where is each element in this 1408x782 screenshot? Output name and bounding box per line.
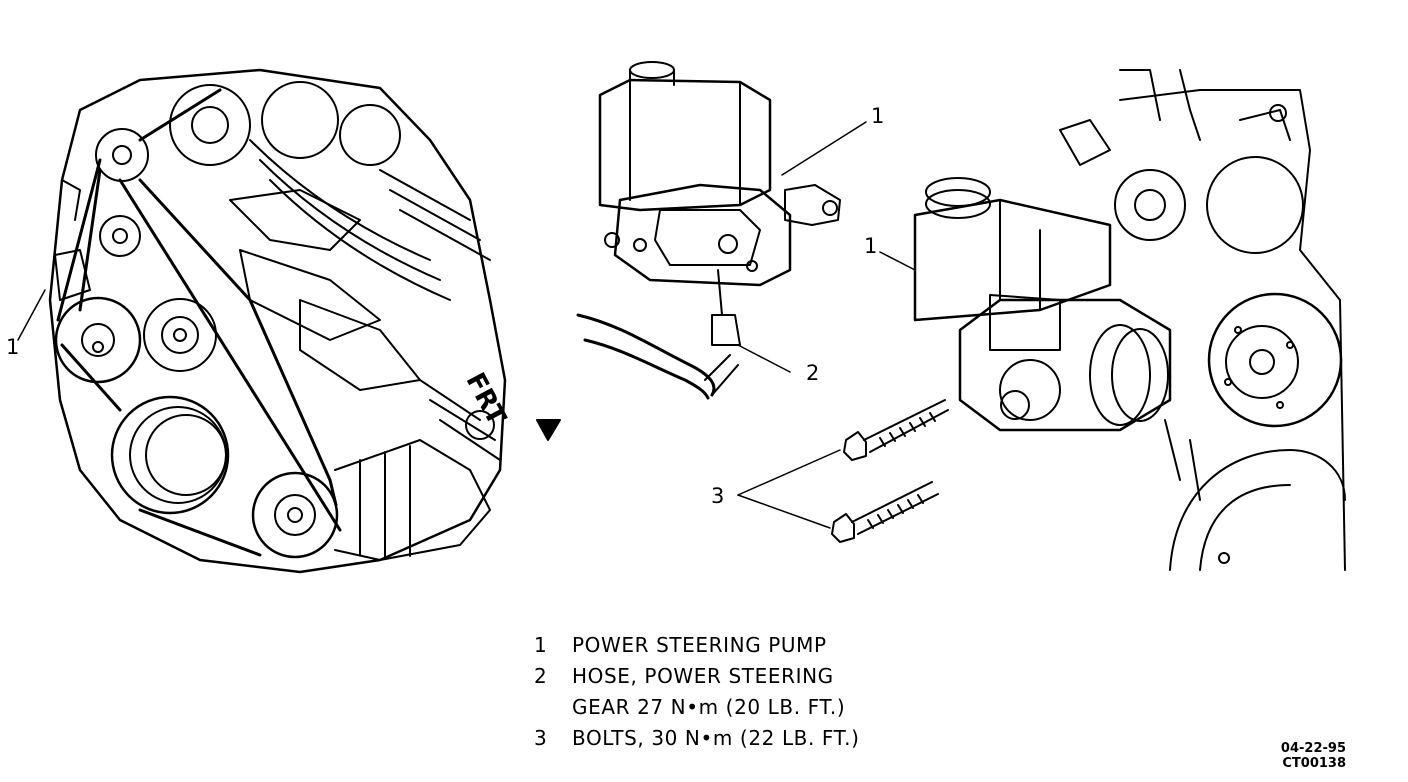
figure-stamp: 04-22-95 CT00138: [1281, 741, 1346, 771]
stamp-date: 04-22-95: [1280, 741, 1346, 756]
callout-right-1: 1: [864, 234, 878, 258]
legend-text: GEAR 27 N•m (20 LB. FT.): [572, 695, 846, 719]
legend-text: POWER STEERING PUMP: [572, 633, 827, 657]
callout-mid-2: 2: [806, 361, 820, 385]
engine-front-view: [48, 68, 507, 574]
legend-text: BOLTS, 30 N•m (22 LB. FT.): [572, 726, 860, 750]
pump-hose-detail: [576, 61, 841, 400]
callout-left-1: 1: [6, 335, 20, 359]
pump-installation-view: [831, 69, 1346, 571]
legend-text: HOSE, POWER STEERING: [572, 664, 834, 688]
callout-mid-1: 1: [871, 104, 885, 128]
legend-number: 2: [534, 664, 548, 688]
stamp-code: CT00138: [1282, 756, 1346, 771]
legend-number: 3: [534, 726, 548, 750]
legend-number: 1: [534, 633, 548, 657]
front-arrow-icon: [536, 419, 561, 441]
callout-right-3: 3: [711, 484, 725, 508]
